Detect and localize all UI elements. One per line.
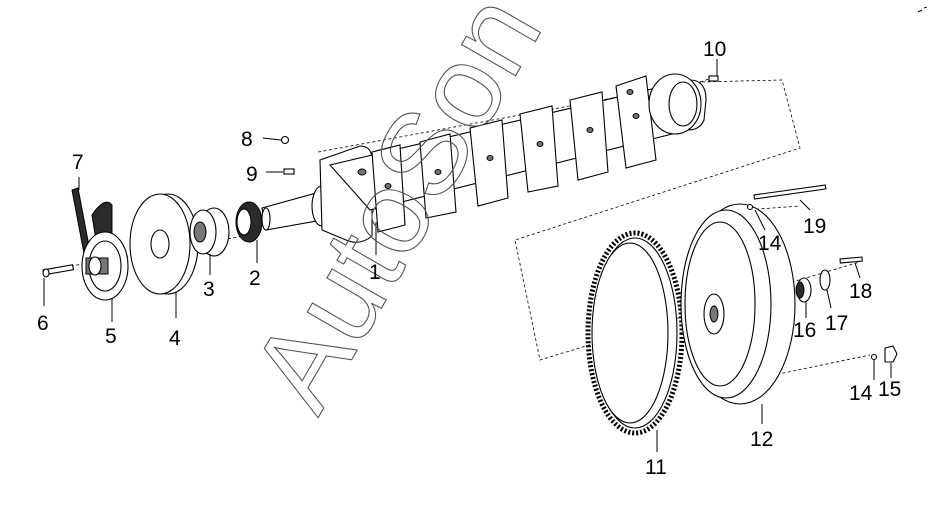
callout-3: 3 <box>203 278 215 301</box>
callout-12: 12 <box>750 428 773 451</box>
callout-14a: 14 <box>758 232 782 255</box>
callout-18: 18 <box>849 280 872 303</box>
rear-pin <box>708 75 719 82</box>
leader-lines <box>43 59 892 452</box>
callout-15: 15 <box>878 378 901 401</box>
timing-gear <box>235 201 263 243</box>
callout-numbers: 1 2 3 4 5 6 7 8 9 10 11 12 14 14 15 16 1… <box>37 38 901 479</box>
flywheel <box>680 203 796 405</box>
callout-17: 17 <box>825 312 848 335</box>
washer-upper <box>746 203 754 211</box>
callout-2: 2 <box>249 267 261 290</box>
pulley-bolt <box>42 264 75 278</box>
snap-ring <box>819 269 831 291</box>
callout-4: 4 <box>169 327 181 350</box>
callout-8: 8 <box>241 128 253 151</box>
callout-5: 5 <box>105 325 117 348</box>
pilot-bearing <box>795 277 812 303</box>
callout-7: 7 <box>72 151 84 174</box>
vibration-damper <box>129 193 199 295</box>
flywheel-long-bolt <box>753 184 827 200</box>
nut <box>884 345 898 363</box>
dowel-pin <box>280 135 290 145</box>
callout-10: 10 <box>703 38 726 61</box>
front-spacer <box>189 207 230 257</box>
callout-11: 11 <box>645 456 667 479</box>
flywheel-bolt <box>839 256 863 264</box>
callout-16: 16 <box>793 319 816 342</box>
ring-gear <box>585 230 685 436</box>
woodruff-key <box>283 168 295 175</box>
crankshaft-pulley <box>81 231 129 301</box>
callout-9: 9 <box>246 163 258 186</box>
callout-1: 1 <box>369 261 381 284</box>
callout-14b: 14 <box>849 382 873 405</box>
crankshaft <box>261 73 707 243</box>
washer-lower <box>870 353 878 361</box>
callout-19: 19 <box>803 215 826 238</box>
callout-6: 6 <box>37 312 49 335</box>
corner-mark <box>917 6 928 13</box>
